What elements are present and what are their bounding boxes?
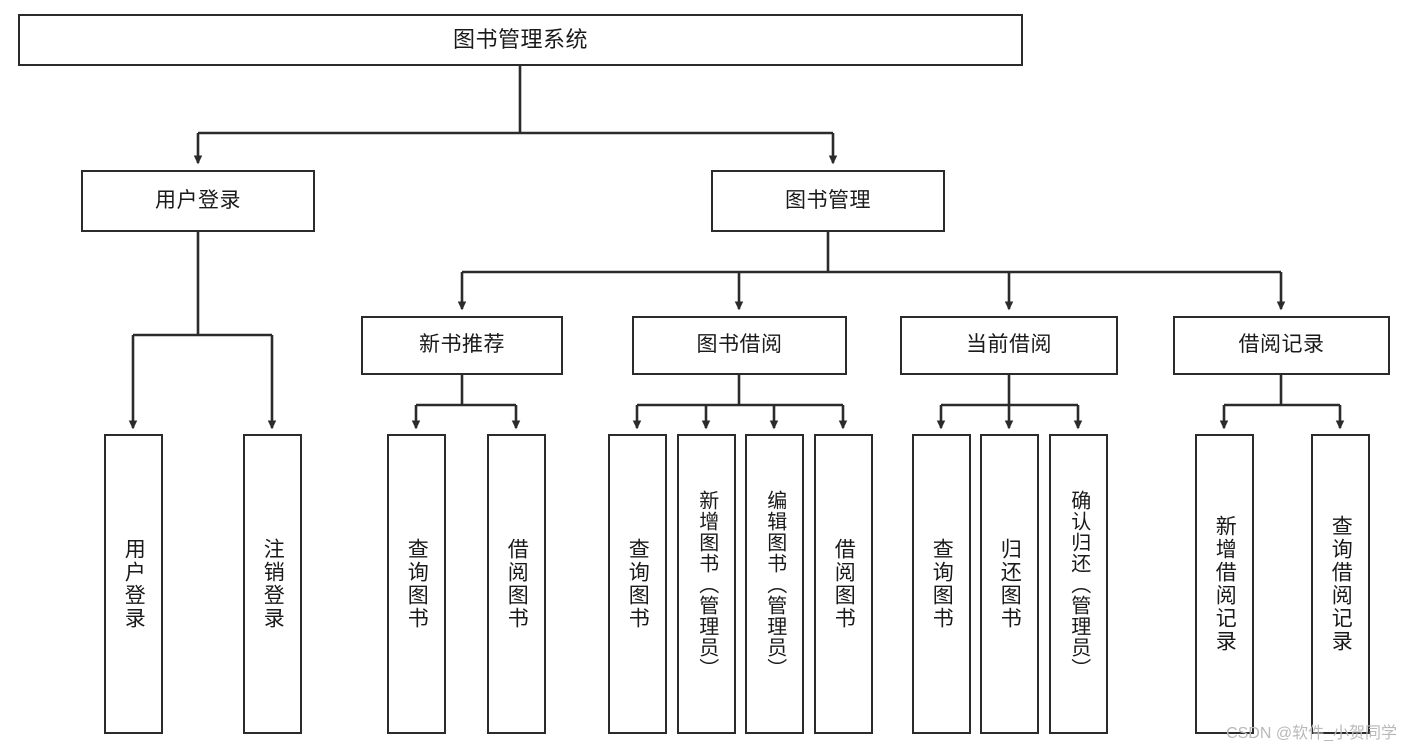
node-leaf-query-book-1[interactable]: 查询图书 [387,434,446,734]
node-book-borrow[interactable]: 图书借阅 [632,316,847,375]
node-leaf-borrow-book-1[interactable]: 借阅图书 [487,434,546,734]
node-book-manage[interactable]: 图书管理 [711,170,945,232]
node-label: 借阅图书 [832,538,856,630]
node-label: 查询图书 [405,538,429,630]
node-label: 当前借阅 [966,333,1052,357]
node-label: 借阅图书 [505,538,529,630]
node-leaf-user-login[interactable]: 用户登录 [104,434,163,734]
node-current-borrow[interactable]: 当前借阅 [900,316,1118,375]
node-root-system[interactable]: 图书管理系统 [18,14,1023,66]
node-label: 注销登录 [261,538,285,630]
node-label: 编辑图书（管理员） [763,489,786,679]
node-leaf-query-book-2[interactable]: 查询图书 [608,434,667,734]
node-user-login[interactable]: 用户登录 [81,170,315,232]
node-label: 图书管理系统 [452,27,588,53]
node-label: 查询图书 [930,538,954,630]
node-leaf-return-book[interactable]: 归还图书 [980,434,1039,734]
node-label: 借阅记录 [1238,333,1325,357]
node-new-book-rec[interactable]: 新书推荐 [361,316,563,375]
node-label: 新增图书（管理员） [695,489,718,679]
node-label: 确认归还（管理员） [1067,489,1090,679]
node-leaf-confirm-return[interactable]: 确认归还（管理员） [1049,434,1108,734]
node-label: 查询借阅记录 [1329,515,1353,653]
node-leaf-borrow-book-2[interactable]: 借阅图书 [814,434,873,734]
node-label: 归还图书 [998,538,1022,630]
node-label: 新书推荐 [419,333,505,357]
csdn-watermark: CSDN @软件_小贺同学 [1226,725,1397,742]
node-label: 用户登录 [122,538,146,630]
node-label: 新增借阅记录 [1213,515,1237,653]
node-borrow-record[interactable]: 借阅记录 [1173,316,1390,375]
node-leaf-edit-book[interactable]: 编辑图书（管理员） [745,434,804,734]
node-label: 查询图书 [626,538,650,630]
node-label: 用户登录 [155,188,241,212]
node-leaf-logout[interactable]: 注销登录 [243,434,302,734]
node-leaf-add-record[interactable]: 新增借阅记录 [1195,434,1254,734]
node-leaf-add-book[interactable]: 新增图书（管理员） [677,434,736,734]
node-label: 图书借阅 [696,333,783,357]
node-leaf-query-record[interactable]: 查询借阅记录 [1311,434,1370,734]
node-leaf-query-book-3[interactable]: 查询图书 [912,434,971,734]
node-label: 图书管理 [785,188,871,212]
